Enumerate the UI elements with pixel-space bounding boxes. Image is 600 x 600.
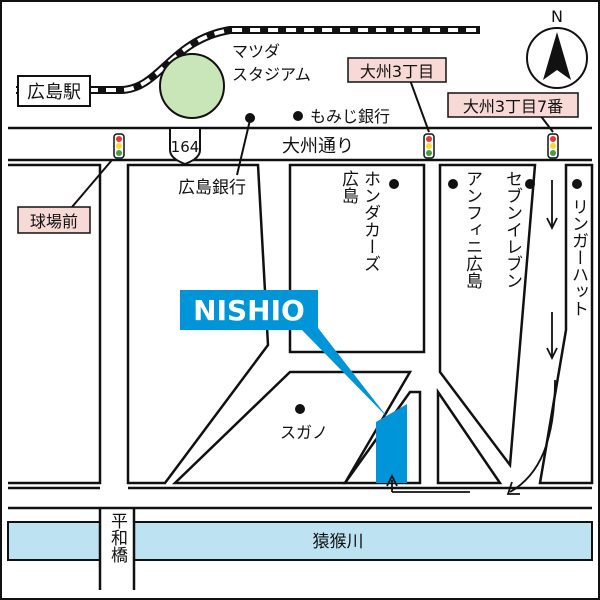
- mazda-stadium-label-2: スタジアム: [232, 65, 311, 84]
- traffic-signal-icon: [423, 133, 435, 159]
- traffic-signal-icon: [547, 133, 559, 159]
- city-block: [436, 387, 503, 485]
- anfini-label: アンフィニ広島: [462, 170, 483, 290]
- ringer-hut-dot: [572, 179, 582, 189]
- city-block-ringerhut: [538, 163, 594, 485]
- seven-eleven-label: セブンイレブン: [502, 170, 522, 289]
- momiji-bank-label: もみじ銀行: [310, 107, 390, 126]
- signal-tag-kyujomae: [17, 206, 91, 234]
- nishio-callout-pointer: [300, 328, 388, 418]
- sagano-label: スガノ: [280, 423, 328, 442]
- city-block: [8, 163, 102, 485]
- taishu-dori-label: 大州通り: [282, 136, 354, 157]
- route-number: 164: [171, 138, 200, 156]
- heiwa-bridge: [100, 510, 134, 590]
- hiroshima-station-label: 広島駅: [27, 82, 81, 103]
- momiji-bank-dot: [293, 111, 303, 121]
- route-arrow-icon: [386, 180, 558, 495]
- mazda-stadium: [159, 53, 225, 119]
- signal-label-taishu3: 大州3丁目: [360, 62, 434, 81]
- route-shield-icon: [169, 127, 201, 166]
- honda-cars-label: ホンダカーズ: [360, 170, 380, 272]
- signal-label-kyujomae: 球場前: [30, 212, 78, 231]
- signal-tag-taishu3-7: [447, 92, 579, 118]
- hiroshima-station-box: [17, 75, 91, 107]
- hiroshima-bank-dot: [245, 113, 255, 123]
- compass-label: N: [551, 7, 563, 26]
- hiroshima-bank-label: 広島銀行: [178, 178, 246, 198]
- nishio-label: NISHIO: [193, 294, 305, 327]
- enkou-river-label: 猿猴川: [313, 532, 364, 552]
- anfini-dot: [448, 179, 458, 189]
- ringer-hut-label: リンガーハット: [568, 198, 588, 317]
- honda-cars-label-2: 広島: [338, 170, 359, 205]
- heiwa-bridge-label: 平和橋: [107, 512, 128, 564]
- signal-tag-taishu3: [347, 57, 447, 83]
- north-arrow-icon: [526, 27, 588, 89]
- sagano-dot: [295, 404, 305, 414]
- city-block-anfini: [438, 163, 537, 469]
- signal-label-taishu3-7: 大州3丁目7番: [463, 97, 563, 116]
- mazda-stadium-label-1: マツダ: [232, 42, 280, 61]
- traffic-signal-icon: [113, 133, 125, 159]
- enkou-river: [7, 521, 593, 561]
- seven-eleven-dot: [525, 179, 535, 189]
- nishio-callout: [180, 290, 318, 330]
- honda-cars-dot: [389, 179, 399, 189]
- nishio-building: [376, 404, 407, 483]
